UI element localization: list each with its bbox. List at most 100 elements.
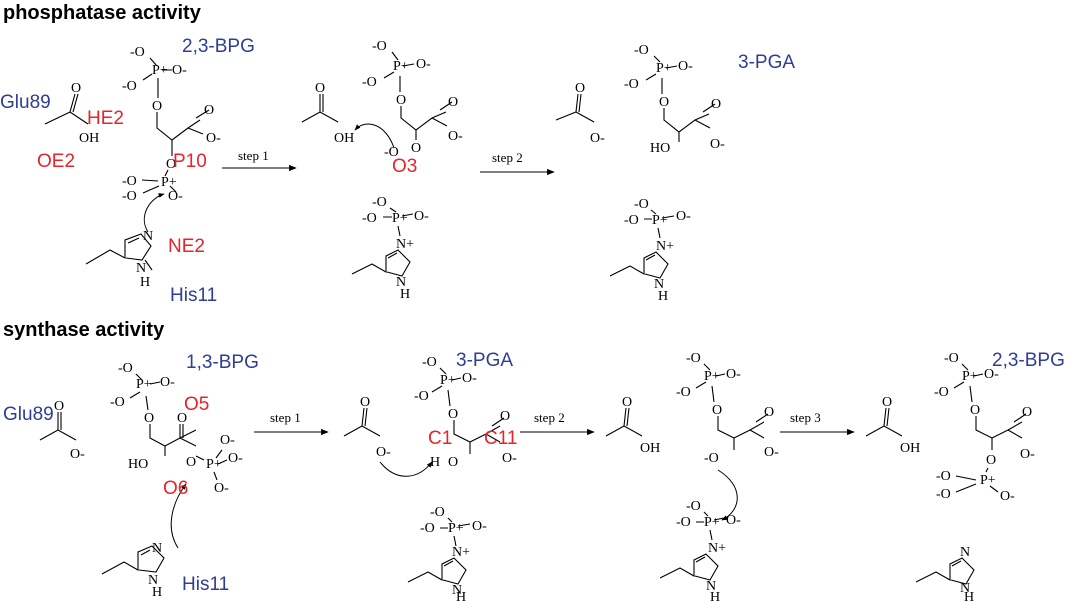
- atom-label: -O: [362, 211, 377, 226]
- atom-label: H: [400, 287, 410, 302]
- atom-label: P+: [962, 369, 978, 384]
- atom-label: O-: [1020, 447, 1035, 462]
- atom-label: O-: [206, 131, 221, 146]
- atom-label: O-: [70, 447, 85, 462]
- atom-label: O: [144, 411, 154, 426]
- atom-label: N: [706, 579, 716, 594]
- atom-label: O: [71, 81, 81, 96]
- atom-label: -O: [422, 355, 437, 370]
- atom-label: O-: [984, 367, 999, 382]
- label-o6: O6: [163, 478, 188, 499]
- atom-label: -O: [624, 77, 639, 92]
- atom-label: N+: [708, 541, 726, 556]
- atom-label: H: [658, 289, 668, 304]
- atom-label: O-: [678, 59, 693, 74]
- atom-label: -O: [122, 174, 137, 189]
- label-ne2: NE2: [168, 236, 205, 257]
- atom-label: O: [448, 95, 458, 110]
- atom-label: P+: [704, 515, 720, 530]
- atom-label: O: [711, 97, 721, 112]
- atom-label: O-: [214, 481, 229, 496]
- step-label: step 2: [492, 150, 523, 165]
- atom-label: -O: [414, 389, 429, 404]
- atom-label: P+: [206, 457, 222, 472]
- atom-label: P+: [440, 373, 456, 388]
- step-label: step 1: [238, 148, 269, 163]
- atom-label: N+: [452, 545, 470, 560]
- section-title-phosphatase: phosphatase activity: [3, 2, 202, 24]
- atom-label: O-: [228, 451, 243, 466]
- atom-label: N: [654, 277, 664, 292]
- curved-arrow: [143, 193, 165, 233]
- atom-label: P+: [161, 175, 177, 190]
- atom-label: O-: [168, 189, 183, 204]
- atom-label: OH: [900, 441, 920, 456]
- atom-label: O-: [472, 519, 487, 534]
- atom-label: -O: [372, 39, 387, 54]
- atom-label: O: [315, 81, 325, 96]
- step-label: step 3: [790, 410, 821, 425]
- atom-label: OH: [640, 441, 660, 456]
- atom-label: -O: [634, 197, 649, 212]
- atom-label: N: [136, 261, 146, 276]
- atom-label: OH: [334, 131, 354, 146]
- label-1-3-bpg: 1,3-BPG: [186, 352, 259, 373]
- atom-label: N: [148, 573, 158, 588]
- label-2-3-bpg: 2,3-BPG: [182, 36, 255, 57]
- label-o3: O3: [392, 156, 417, 177]
- atom-label: O-: [416, 57, 431, 72]
- atom-label: O: [1022, 405, 1032, 420]
- atom-label: O: [764, 405, 774, 420]
- atom-label: -O: [122, 189, 137, 204]
- atom-label: O-: [172, 63, 187, 78]
- phosphatase-intermediate: -O P+ O- -O O O O- O -O O OH O3 -O P+ O-…: [301, 39, 463, 302]
- atom-label: O: [166, 157, 176, 172]
- atom-label: O: [396, 93, 406, 108]
- atom-label: -O: [934, 385, 949, 400]
- label-c1: C1: [428, 428, 452, 449]
- atom-label: O: [882, 395, 892, 410]
- curved-arrow: [170, 483, 187, 549]
- atom-label: P+: [136, 377, 152, 392]
- curved-arrow: [717, 469, 738, 521]
- atom-label: -O: [624, 213, 639, 228]
- synthase-intermediate-2: O OH -O P+ O- -O O O O- -O -O P+ O- -O N…: [605, 351, 779, 601]
- atom-label: O: [712, 403, 722, 418]
- atom-label: O: [186, 455, 196, 470]
- atom-label: O-: [764, 445, 779, 460]
- atom-label: O: [448, 407, 458, 422]
- atom-label: P+: [448, 521, 464, 536]
- label-his11: His11: [170, 285, 217, 306]
- label-he2: HE2: [87, 108, 124, 129]
- synthase-products: O OH -O P+ O- -O O O O- O P+ -O -O O- 2,…: [865, 350, 1065, 601]
- label-o5: O5: [184, 394, 209, 415]
- curved-arrow: [379, 461, 433, 477]
- atom-label: -O: [130, 45, 145, 60]
- atom-label: H: [140, 275, 150, 290]
- atom-label: O-: [726, 367, 741, 382]
- atom-label: N: [143, 229, 153, 244]
- atom-label: P+: [393, 59, 409, 74]
- atom-label: N: [960, 581, 970, 596]
- atom-label: -O: [420, 521, 435, 536]
- synthase-reactant-complex: -O P+ O- -O O O HO O P+ O- O- O- O O- N …: [3, 352, 259, 600]
- atom-label: -O: [430, 505, 445, 520]
- atom-label: N+: [396, 237, 414, 252]
- atom-label: O-: [462, 371, 477, 386]
- atom-label: -O: [634, 43, 649, 58]
- step-label: step 1: [270, 410, 301, 425]
- atom-label: P+: [656, 61, 672, 76]
- section-title-synthase: synthase activity: [3, 319, 165, 341]
- label-glu89: Glu89: [3, 404, 54, 425]
- atom-label: O: [448, 455, 458, 470]
- atom-label: O: [986, 453, 996, 468]
- atom-label: O-: [710, 137, 725, 152]
- atom-label: -O: [372, 195, 387, 210]
- atom-label: O: [575, 81, 585, 96]
- label-his11: His11: [182, 574, 229, 595]
- atom-label: -O: [384, 145, 399, 160]
- atom-label: -O: [676, 515, 691, 530]
- label-p10: P10: [173, 151, 207, 172]
